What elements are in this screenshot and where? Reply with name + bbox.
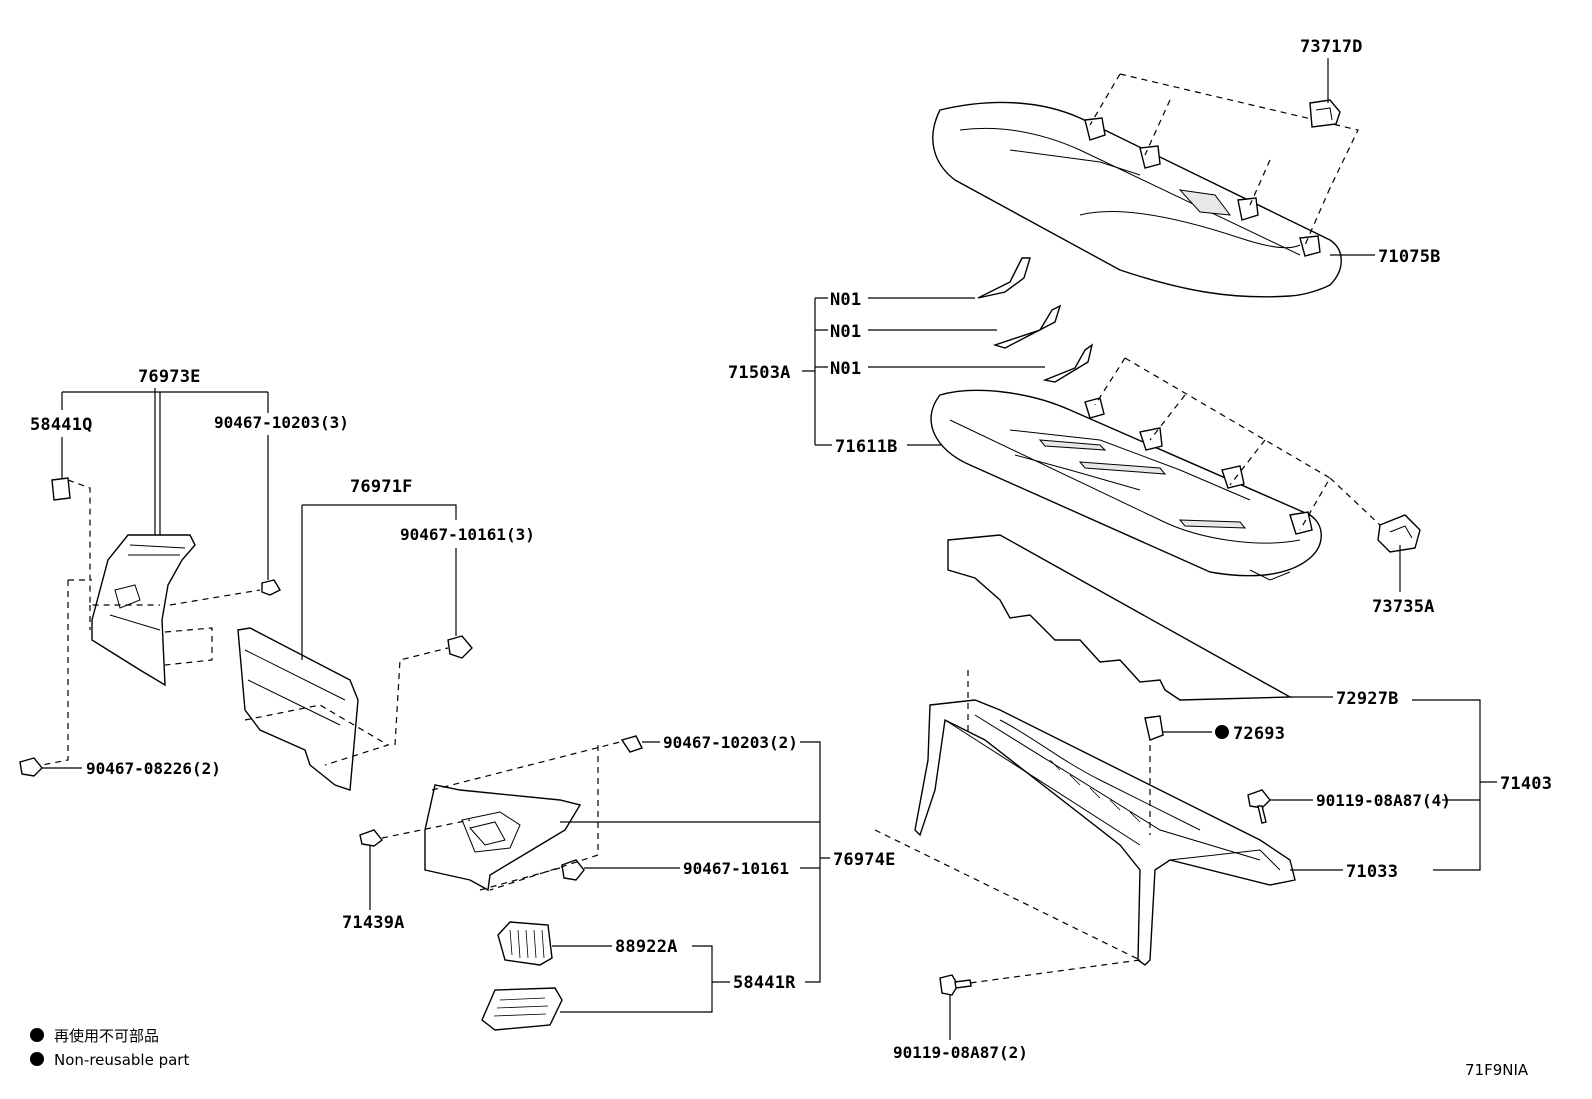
- seat-frame-71033-drawing: [914, 699, 1296, 966]
- bolt-90119-4-drawing: [1247, 789, 1271, 824]
- diagram-code: 71F9NIA: [1465, 1061, 1529, 1079]
- label-71403: 71403: [1500, 774, 1552, 794]
- legend-japanese: 再使用不可部品: [54, 1027, 159, 1045]
- legend-english: Non-reusable part: [54, 1051, 189, 1069]
- bolt-90119-2-drawing: [939, 974, 972, 996]
- seat-pad-72927B-drawing: [947, 534, 1293, 701]
- part-number-labels: 73717D 71075B N01 N01 N01 71503A 71611B …: [30, 37, 1552, 1062]
- label-71439A: 71439A: [342, 913, 405, 933]
- non-reusable-marker-icon: [1215, 725, 1229, 739]
- label-90467-10161: 90467-10161: [683, 859, 789, 878]
- label-n01-a: N01: [830, 290, 861, 310]
- label-90119-08A87-2: 90119-08A87(2): [893, 1043, 1028, 1062]
- trim-panel-76971F-drawing: [237, 627, 359, 791]
- cover-58441Q-drawing: [51, 477, 71, 501]
- clip-90467-08226-drawing: [19, 757, 43, 777]
- legend: 再使用不可部品 Non-reusable part: [30, 1027, 189, 1069]
- label-73717D: 73717D: [1300, 37, 1363, 57]
- label-72693: 72693: [1233, 724, 1285, 744]
- seat-wire-n01-drawings: [977, 257, 1094, 383]
- grille-58441R-drawing: [481, 987, 563, 1031]
- label-73735A: 73735A: [1372, 597, 1435, 617]
- label-58441R: 58441R: [733, 973, 796, 993]
- clip-73717D-drawing: [1309, 99, 1341, 128]
- label-90467-08226-2: 90467-08226(2): [86, 759, 221, 778]
- side-panel-76973E-drawing: [91, 534, 196, 687]
- seat-cushion-drawing: [930, 389, 1322, 581]
- label-76973E: 76973E: [138, 367, 201, 387]
- label-90467-10203-3: 90467-10203(3): [214, 413, 349, 432]
- clip-71439A-drawing: [359, 829, 383, 847]
- label-71033: 71033: [1346, 862, 1398, 882]
- label-90119-08A87-4: 90119-08A87(4): [1316, 791, 1451, 810]
- clip-90467-10203-3-drawing: [261, 579, 281, 596]
- trim-panel-76974E-drawing: [424, 784, 582, 892]
- label-n01-c: N01: [830, 359, 861, 379]
- label-71503A: 71503A: [728, 363, 791, 383]
- label-71075B: 71075B: [1378, 247, 1441, 267]
- legend-dot-icon: [30, 1028, 44, 1042]
- clip-90467-10161-3-drawing: [447, 635, 473, 659]
- seat-back-cushion-drawing: [932, 101, 1342, 298]
- label-90467-10203-2: 90467-10203(2): [663, 733, 798, 752]
- clip-72693-drawing: [1144, 715, 1164, 741]
- leader-lines: [42, 58, 1497, 1040]
- label-n01-b: N01: [830, 322, 861, 342]
- label-90467-10161-3: 90467-10161(3): [400, 525, 535, 544]
- label-76971F: 76971F: [350, 477, 413, 497]
- label-76974E: 76974E: [833, 850, 896, 870]
- clip-90467-10203-2-drawing: [620, 735, 643, 753]
- label-71611B: 71611B: [835, 437, 898, 457]
- clip-73735A-drawing: [1377, 514, 1421, 553]
- legend-dot-icon: [30, 1052, 44, 1066]
- label-72927B: 72927B: [1336, 689, 1399, 709]
- clip-90467-10161-drawing: [561, 859, 585, 881]
- label-88922A: 88922A: [615, 937, 678, 957]
- grille-88922A-drawing: [497, 921, 553, 966]
- label-58441Q: 58441Q: [30, 415, 93, 435]
